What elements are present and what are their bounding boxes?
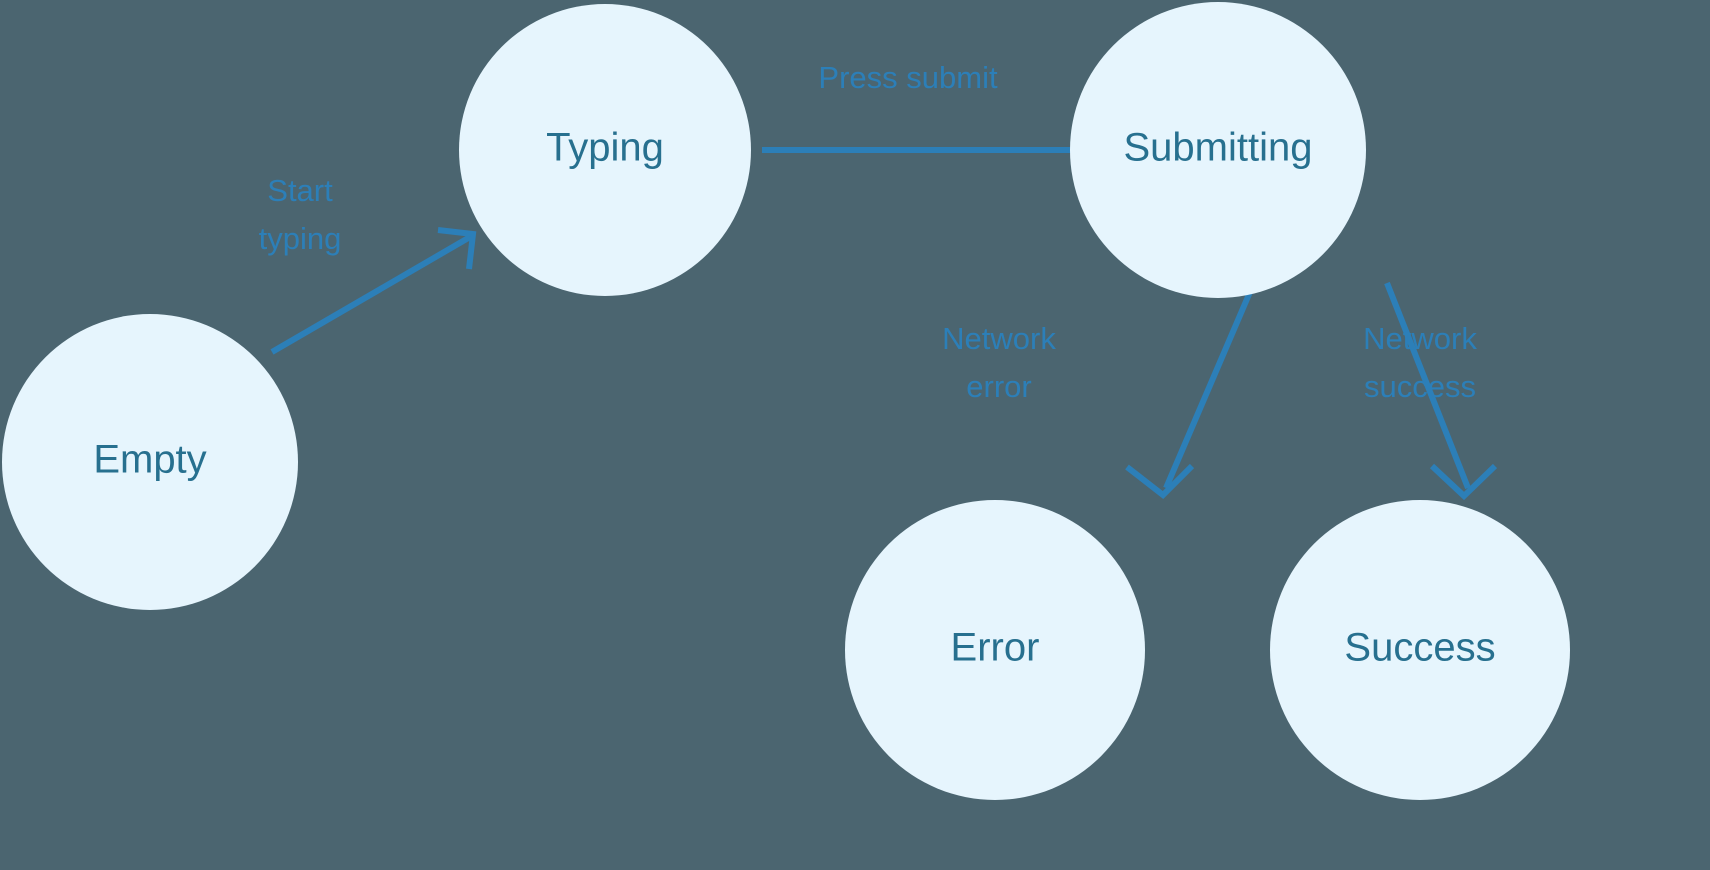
state-node-success-label: Success (1344, 626, 1495, 670)
state-node-submitting-circle[interactable] (1070, 2, 1366, 298)
edge-label-network-error-line2: error (966, 369, 1031, 404)
state-node-empty-circle[interactable] (2, 314, 298, 610)
state-node-typing-circle[interactable] (459, 4, 751, 296)
state-node-typing-label: Typing (546, 126, 664, 170)
edge-submitting-to-success: Network success (1363, 281, 1498, 501)
edge-typing-to-submitting: Press submit (762, 60, 1145, 180)
arrowhead-submitting-to-success (1429, 463, 1498, 501)
state-node-error[interactable]: Error (845, 500, 1145, 800)
state-node-submitting[interactable]: Submitting (1070, 2, 1366, 298)
edge-label-press-submit: Press submit (818, 60, 998, 95)
arrowhead-empty-to-typing (437, 227, 477, 270)
state-node-submitting-label: Submitting (1124, 126, 1313, 170)
edge-submitting-to-error: Network error (942, 283, 1256, 499)
edge-label-start-typing-line2: typing (259, 221, 342, 256)
state-node-success-circle[interactable] (1270, 500, 1570, 800)
state-node-empty-label: Empty (93, 438, 206, 482)
edge-line-submitting-to-success (1384, 281, 1471, 490)
state-node-success[interactable]: Success (1270, 500, 1570, 800)
edge-label-start-typing-line1: Start (267, 173, 333, 208)
edge-label-network-error-line1: Network (942, 321, 1056, 356)
state-node-empty[interactable]: Empty (2, 314, 298, 610)
state-node-typing[interactable]: Typing (459, 4, 751, 296)
state-node-error-label: Error (951, 626, 1040, 670)
edge-label-network-success-line2: success (1364, 369, 1476, 404)
arrowhead-submitting-to-error (1125, 463, 1195, 499)
edge-label-network-success-line1: Network (1363, 321, 1477, 356)
edge-empty-to-typing: Start typing (259, 173, 477, 355)
edge-line-submitting-to-error (1163, 283, 1256, 490)
edge-line-empty-to-typing (270, 234, 472, 355)
state-node-error-circle[interactable] (845, 500, 1145, 800)
